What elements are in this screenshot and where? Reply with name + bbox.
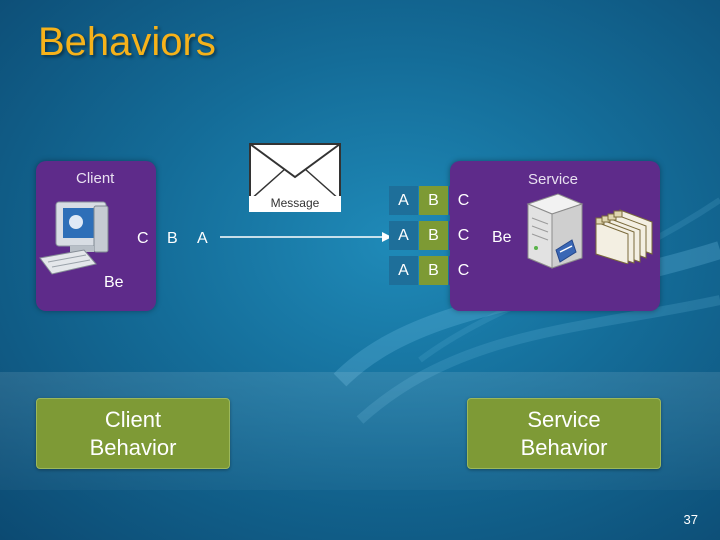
- server-icon: [526, 193, 584, 269]
- service-endpoint-3-binding: B: [419, 256, 448, 285]
- client-behavior-line2: Behavior: [89, 434, 177, 460]
- client-label: Client: [76, 170, 115, 187]
- client-behavior-box: Client Behavior: [36, 398, 230, 469]
- client-contract-c: C: [137, 230, 149, 247]
- service-endpoint-2-address: A: [389, 221, 418, 250]
- service-be-label: Be: [492, 229, 512, 246]
- service-endpoint-2-binding: B: [419, 221, 448, 250]
- service-endpoint-1-contract: C: [449, 186, 478, 215]
- service-endpoint-1-binding: B: [419, 186, 448, 215]
- message-arrow: [220, 232, 392, 242]
- client-binding-b: B: [167, 230, 178, 247]
- service-behavior-box: Service Behavior: [467, 398, 661, 469]
- message-label-bg: [249, 196, 341, 212]
- service-endpoint-3-address: A: [389, 256, 418, 285]
- client-be-label: Be: [104, 274, 124, 291]
- client-computer-icon: [39, 201, 109, 275]
- message-label: Message: [270, 196, 320, 210]
- client-address-a: A: [197, 230, 208, 247]
- service-behavior-line1: Service: [527, 407, 601, 432]
- service-label: Service: [528, 171, 579, 188]
- page-number: 37: [683, 512, 698, 527]
- client-behavior-line1: Client: [104, 407, 162, 432]
- service-behavior-line2: Behavior: [520, 434, 608, 460]
- service-endpoint-1-address: A: [389, 186, 418, 215]
- service-endpoint-2-contract: C: [449, 221, 478, 250]
- document-stack-icon: [595, 209, 653, 264]
- slide-title: Behaviors: [38, 20, 216, 64]
- service-endpoint-3-contract: C: [449, 256, 478, 285]
- envelope-icon: [249, 143, 341, 201]
